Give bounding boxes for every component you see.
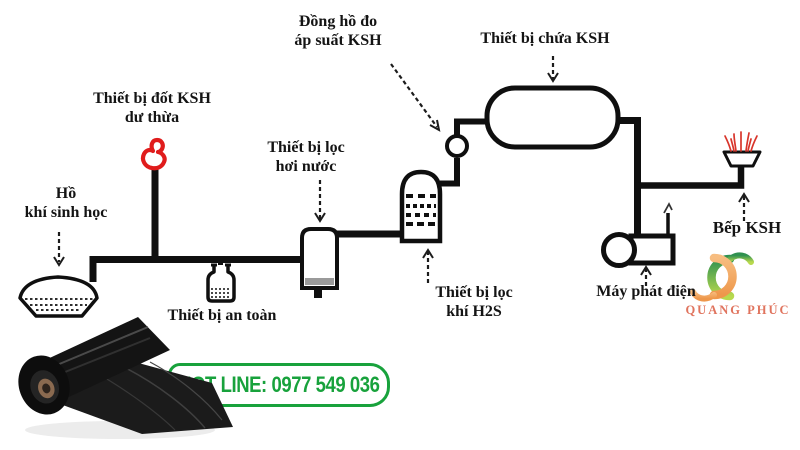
label-water-filter: Thiết bị lọc hơi nước (267, 139, 345, 175)
label-h2s-filter: Thiết bị lọc khí H2S (435, 284, 513, 320)
label-burner: Thiết bị đốt KSH dư thừa (93, 90, 211, 126)
label-safety-device: Thiết bị an toàn (167, 307, 277, 324)
label-generator: Máy phát điện (596, 283, 696, 300)
label-storage-tank: Thiết bị chứa KSH (480, 30, 610, 47)
brand-name: QUANG PHÚC (685, 303, 791, 317)
label-pond: Hồ khí sinh học (24, 185, 108, 221)
label-pressure-gauge: Đồng hồ đo áp suất KSH (294, 13, 382, 49)
label-stove: Bếp KSH (712, 218, 782, 237)
